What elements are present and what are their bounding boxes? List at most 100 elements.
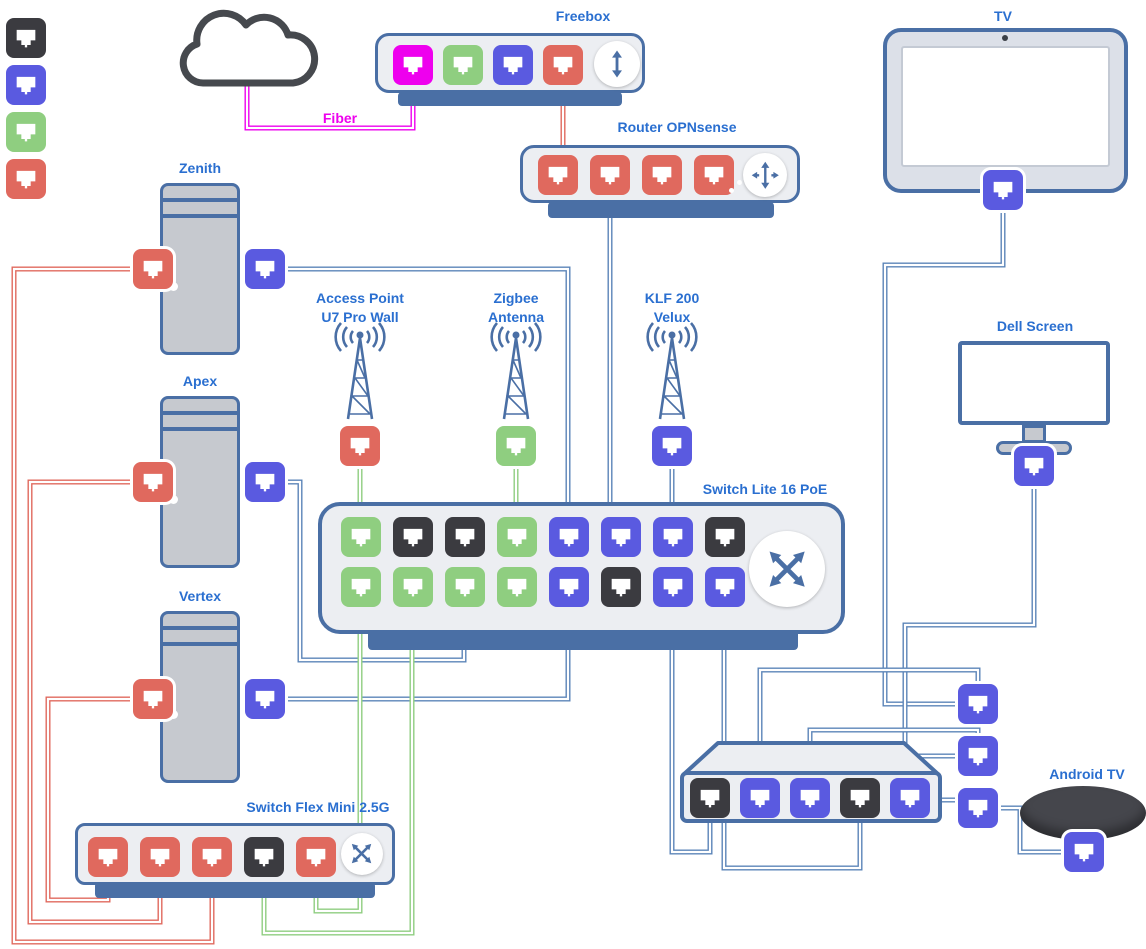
ethernet-port-red[interactable] — [192, 837, 232, 877]
ethernet-port-dark[interactable] — [445, 517, 485, 557]
ethernet-port-blue[interactable] — [740, 778, 780, 818]
wall-jack-b[interactable] — [958, 736, 998, 776]
ethernet-port-blue[interactable] — [958, 788, 998, 828]
apex-right-port[interactable] — [245, 462, 285, 502]
ethernet-port-red[interactable] — [590, 155, 630, 195]
ethernet-port-blue[interactable] — [6, 65, 46, 105]
ethernet-port-blue[interactable] — [958, 736, 998, 776]
rj45-icon — [559, 578, 579, 597]
ethernet-port-blue[interactable] — [652, 426, 692, 466]
ethernet-port-blue[interactable] — [983, 170, 1023, 210]
ethernet-port-red[interactable] — [543, 45, 583, 85]
ethernet-port-red[interactable] — [340, 426, 380, 466]
wall-jack-c[interactable] — [958, 788, 998, 828]
ethernet-port-green[interactable] — [497, 567, 537, 607]
zenith-left-port[interactable] — [133, 249, 173, 289]
ethernet-port-green[interactable] — [6, 112, 46, 152]
ethernet-port-red[interactable] — [694, 155, 734, 195]
router-opnsense[interactable] — [520, 145, 800, 203]
ethernet-port-blue[interactable] — [1014, 446, 1054, 486]
klf-antenna-icon[interactable] — [627, 322, 717, 422]
rj45-icon — [553, 56, 573, 75]
ethernet-port-green[interactable] — [445, 567, 485, 607]
vertex-right-port[interactable] — [245, 679, 285, 719]
freebox[interactable] — [375, 33, 645, 93]
router-led — [737, 180, 742, 185]
ethernet-port-blue[interactable] — [493, 45, 533, 85]
apex-left-port[interactable] — [133, 462, 173, 502]
ethernet-port-dark[interactable] — [690, 778, 730, 818]
rj45-icon — [548, 166, 568, 185]
rj45-icon — [507, 578, 527, 597]
android-tv-device[interactable] — [1020, 786, 1146, 840]
tv-label: TV — [994, 8, 1012, 24]
wall-switch[interactable] — [680, 740, 942, 824]
ethernet-port-blue[interactable] — [705, 567, 745, 607]
switch-flex-mini[interactable] — [75, 823, 395, 885]
ethernet-port-red[interactable] — [133, 249, 173, 289]
android-tv-label: Android TV — [1049, 766, 1125, 782]
server-zenith[interactable] — [160, 183, 240, 355]
ethernet-port-blue[interactable] — [1064, 832, 1104, 872]
ethernet-port-red[interactable] — [642, 155, 682, 195]
ethernet-port-dark[interactable] — [393, 517, 433, 557]
ethernet-port-green[interactable] — [393, 567, 433, 607]
ethernet-port-blue[interactable] — [245, 249, 285, 289]
ethernet-port-blue[interactable] — [601, 517, 641, 557]
ethernet-port-blue[interactable] — [653, 567, 693, 607]
rj45-icon — [16, 123, 36, 142]
ethernet-port-blue[interactable] — [790, 778, 830, 818]
server-vertex[interactable] — [160, 611, 240, 783]
klf-port[interactable] — [652, 426, 692, 466]
rj45-icon — [16, 170, 36, 189]
ethernet-port-red[interactable] — [133, 462, 173, 502]
flex-mini-base — [95, 882, 375, 898]
ethernet-port-red[interactable] — [88, 837, 128, 877]
vertex-left-port[interactable] — [133, 679, 173, 719]
ethernet-port-dark[interactable] — [705, 517, 745, 557]
ethernet-port-magenta[interactable] — [393, 45, 433, 85]
wire-dell-to-jack-b — [902, 466, 1037, 759]
ethernet-port-blue[interactable] — [958, 684, 998, 724]
tv-port[interactable] — [983, 170, 1023, 210]
internet-cloud-icon[interactable] — [166, 6, 326, 98]
dell-port[interactable] — [1014, 446, 1054, 486]
ethernet-port-dark[interactable] — [244, 837, 284, 877]
ethernet-port-blue[interactable] — [549, 517, 589, 557]
ethernet-port-green[interactable] — [496, 426, 536, 466]
ethernet-port-blue[interactable] — [890, 778, 930, 818]
ethernet-port-dark[interactable] — [6, 18, 46, 58]
ethernet-port-blue[interactable] — [653, 517, 693, 557]
wall-jack-a[interactable] — [958, 684, 998, 724]
rj45-icon — [993, 181, 1013, 200]
tv[interactable] — [883, 28, 1128, 193]
zenith-right-port[interactable] — [245, 249, 285, 289]
ethernet-port-blue[interactable] — [549, 567, 589, 607]
dell-monitor[interactable] — [958, 341, 1110, 425]
ethernet-port-red[interactable] — [296, 837, 336, 877]
access-point-antenna-icon[interactable] — [315, 322, 405, 422]
ethernet-port-green[interactable] — [443, 45, 483, 85]
rj45-icon — [1024, 457, 1044, 476]
zigbee-port[interactable] — [496, 426, 536, 466]
ethernet-port-green[interactable] — [497, 517, 537, 557]
zigbee-antenna-icon[interactable] — [471, 322, 561, 422]
ethernet-port-red[interactable] — [133, 679, 173, 719]
ethernet-port-red[interactable] — [6, 159, 46, 199]
tower-power-led — [169, 495, 178, 504]
ethernet-port-dark[interactable] — [840, 778, 880, 818]
ethernet-port-green[interactable] — [341, 567, 381, 607]
access-point-port[interactable] — [340, 426, 380, 466]
ethernet-port-dark[interactable] — [601, 567, 641, 607]
ethernet-port-blue[interactable] — [245, 462, 285, 502]
rj45-icon — [968, 799, 988, 818]
switch-lite-16-poe[interactable] — [318, 502, 845, 634]
android-tv-port[interactable] — [1064, 832, 1104, 872]
rj45-icon — [143, 473, 163, 492]
ethernet-port-blue[interactable] — [245, 679, 285, 719]
ethernet-port-red[interactable] — [140, 837, 180, 877]
ethernet-port-green[interactable] — [341, 517, 381, 557]
ethernet-port-red[interactable] — [538, 155, 578, 195]
access-point-label-2: U7 Pro Wall — [321, 309, 399, 325]
tower-sl — [162, 198, 238, 202]
